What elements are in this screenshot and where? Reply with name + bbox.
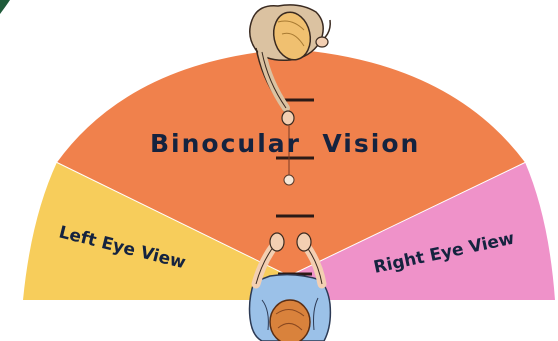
corner-accent [0, 0, 10, 14]
binocular-vision-label: Binocular Vision [150, 129, 420, 158]
